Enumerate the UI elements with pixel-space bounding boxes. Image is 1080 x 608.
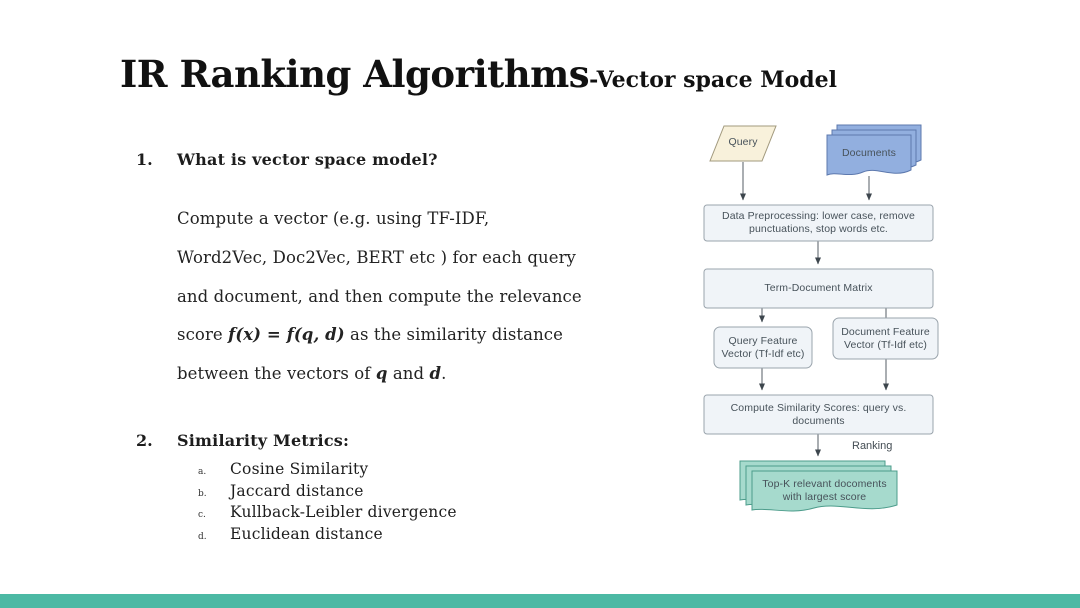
- metric-label: Cosine Similarity: [230, 460, 369, 478]
- list-marker: c.: [198, 510, 206, 520]
- node-label-text: Top-K relevant docoments: [762, 477, 887, 490]
- metric-label: Jaccard distance: [230, 481, 364, 500]
- similarity-node-shape: [703, 394, 934, 435]
- topk-sheet-front: [751, 470, 898, 512]
- list-item: c. Kullback-Leibler divergence: [198, 503, 457, 525]
- ranking-edge-label: Ranking: [852, 440, 893, 452]
- similarity-metrics-list: a. Cosine Similarity b. Jaccard distance…: [198, 460, 457, 546]
- documents-node-label: Documents: [827, 135, 911, 171]
- query-feature-node-label: Query Feature Vector (Tf-Idf etc): [714, 327, 812, 368]
- node-label-text: with largest score: [782, 490, 867, 503]
- paragraph-line: Compute a vector (e.g. using TF-IDF,: [177, 209, 490, 228]
- metric-label: Euclidean distance: [230, 524, 383, 543]
- list-item: b. Jaccard distance: [198, 482, 457, 504]
- slide-title: IR Ranking Algorithms -Vector space Mode…: [120, 52, 837, 96]
- flow-arrows: [740, 162, 889, 457]
- paragraph-text: and: [387, 364, 430, 384]
- page-title: IR Ranking Algorithms: [120, 52, 590, 96]
- node-label-text: Vector (Tf-Idf etc): [843, 338, 927, 351]
- doc-feature-node-shape: [832, 317, 939, 360]
- math-expression: f(x) = f(q, d): [228, 325, 345, 345]
- item1-heading: What is vector space model?: [177, 150, 438, 169]
- query-feature-node-shape: [713, 326, 813, 369]
- documents-node-shape: [826, 124, 922, 176]
- paragraph-text: as the similarity distance: [344, 325, 563, 345]
- paragraph-line: Word2Vec, Doc2Vec, BERT etc ) for each q…: [177, 247, 576, 267]
- math-symbol-d: d: [429, 364, 442, 384]
- topk-node-shape: [739, 460, 898, 512]
- topk-node-label: Top-K relevant docoments with largest sc…: [752, 474, 897, 507]
- bottom-accent-bar: [0, 594, 1080, 608]
- node-label-text: Term-Document Matrix: [764, 282, 873, 294]
- node-label-text: Query Feature: [728, 334, 798, 347]
- paragraph-text: between the vectors of: [177, 364, 376, 384]
- vector-space-flowchart: Query Documents Data Preprocessing: lowe…: [680, 110, 990, 540]
- paragraph-line: and document, and then compute the relev…: [177, 286, 582, 306]
- term-matrix-node-shape: [703, 268, 934, 309]
- page-subtitle: -Vector space Model: [589, 67, 837, 93]
- paragraph-line: score f(x) = f(q, d) as the similarity d…: [177, 325, 563, 344]
- list-number-2: 2.: [136, 431, 153, 450]
- node-label-text: Vector (Tf-Idf etc): [721, 347, 805, 360]
- query-node-label: Query: [710, 126, 776, 159]
- paragraph-text: score: [177, 325, 229, 345]
- preprocessing-node-shape: [703, 204, 934, 242]
- item1-paragraph: Compute a vector (e.g. using TF-IDF, Wor…: [177, 200, 587, 394]
- flowchart-shapes: [703, 124, 939, 512]
- node-label-text: punctuations, stop words etc.: [749, 223, 888, 235]
- list-item: d. Euclidean distance: [198, 525, 457, 547]
- preprocessing-node-label: Data Preprocessing: lower case, remove p…: [706, 207, 931, 239]
- paragraph-line: between the vectors of q and d.: [177, 364, 447, 383]
- node-label-text: Compute Similarity Scores: query vs.: [730, 401, 907, 414]
- list-marker: d.: [198, 531, 207, 542]
- paragraph-text: .: [441, 364, 447, 384]
- math-symbol-q: q: [375, 364, 388, 384]
- query-node-shape: [709, 125, 777, 162]
- node-label-text: Documents: [841, 146, 896, 159]
- node-label-text: Document Feature: [841, 325, 930, 338]
- node-label-text: Data Preprocessing: lower case, remove: [722, 210, 915, 222]
- list-item: a. Cosine Similarity: [198, 460, 457, 482]
- node-label-text: Query: [728, 136, 758, 148]
- similarity-node-label: Compute Similarity Scores: query vs. doc…: [704, 397, 933, 432]
- item2-heading: Similarity Metrics:: [177, 431, 350, 450]
- list-marker: b.: [198, 488, 207, 499]
- document-sheet-front: [826, 134, 912, 176]
- doc-feature-node-label: Document Feature Vector (Tf-Idf etc): [833, 318, 938, 359]
- node-label-text: documents: [792, 414, 845, 427]
- list-marker: a.: [198, 467, 207, 477]
- term-matrix-node-label: Term-Document Matrix: [704, 269, 933, 308]
- metric-label: Kullback-Leibler divergence: [230, 503, 457, 521]
- list-number-1: 1.: [136, 150, 153, 169]
